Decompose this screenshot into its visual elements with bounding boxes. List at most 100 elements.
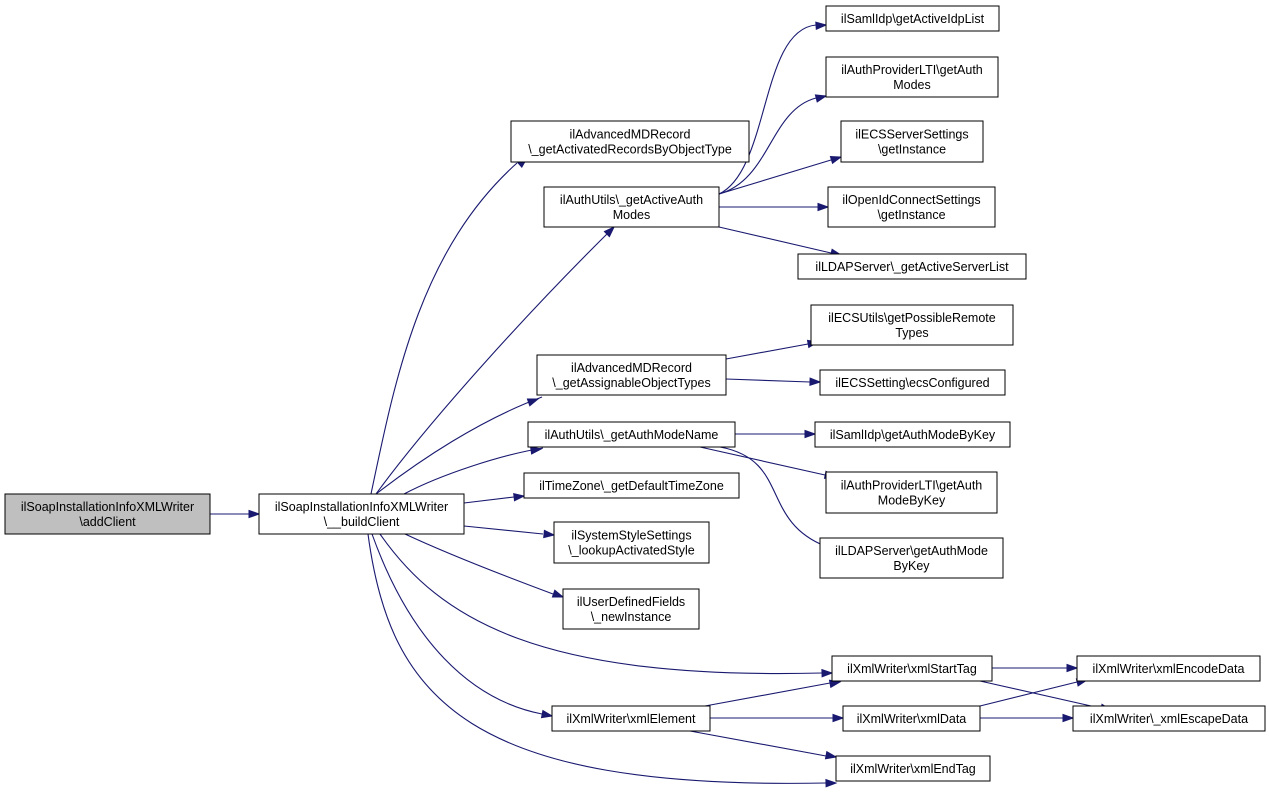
- node-label: \__buildClient: [324, 515, 400, 529]
- edge-line: [979, 681, 1078, 707]
- node-n11[interactable]: ilXmlWriter\xmlEndTag: [835, 755, 991, 782]
- edge-arrowhead: [248, 509, 261, 519]
- node-box[interactable]: [523, 472, 740, 499]
- edge-n1-n8: [404, 533, 565, 598]
- node-n4[interactable]: ilAdvancedMDRecord\_getAssignableObjectT…: [536, 354, 727, 396]
- node-label: \addClient: [79, 515, 136, 529]
- node-box[interactable]: [827, 186, 996, 228]
- node-box[interactable]: [1072, 705, 1266, 732]
- node-label: ModeByKey: [878, 494, 946, 508]
- node-box[interactable]: [1076, 655, 1261, 682]
- edge-n3-n12: [718, 21, 828, 195]
- node-box[interactable]: [842, 705, 981, 732]
- node-box[interactable]: [553, 521, 710, 564]
- node-n22[interactable]: ilXmlWriter\xmlEncodeData: [1076, 655, 1261, 682]
- node-box[interactable]: [551, 705, 711, 732]
- node-n19[interactable]: ilSamlIdp\getAuthModeByKey: [814, 421, 1011, 448]
- edge-n3-n15: [719, 202, 830, 212]
- edge-line: [375, 396, 543, 495]
- edge-arrowhead: [821, 668, 834, 678]
- node-box[interactable]: [797, 253, 1027, 280]
- node-n24[interactable]: ilXmlWriter\xmlData: [842, 705, 981, 732]
- node-n9[interactable]: ilXmlWriter\xmlStartTag: [831, 655, 993, 682]
- nodes-layer: ilSoapInstallationInfoXMLWriter\addClien…: [4, 5, 1266, 782]
- node-box[interactable]: [835, 755, 991, 782]
- node-box[interactable]: [825, 5, 1000, 32]
- edge-line: [725, 378, 811, 383]
- edge-n4-n17: [725, 339, 820, 360]
- node-box[interactable]: [819, 537, 1004, 579]
- node-n16[interactable]: ilLDAPServer\_getActiveServerList: [797, 253, 1027, 280]
- edge-line: [718, 97, 817, 195]
- edge-line: [718, 159, 832, 195]
- edge-arrowhead: [1062, 713, 1075, 723]
- node-n20[interactable]: ilAuthProviderLTI\getAuthModeByKey: [825, 471, 998, 514]
- edge-arrowhead: [543, 529, 556, 539]
- node-n5[interactable]: ilAuthUtils\_getAuthModeName: [527, 421, 736, 448]
- edge-arrowhead: [804, 429, 817, 439]
- node-label: ilSoapInstallationInfoXMLWriter: [21, 500, 194, 514]
- edge-line: [463, 525, 544, 535]
- node-n12[interactable]: ilSamlIdp\getActiveIdpList: [825, 5, 1000, 32]
- edge-arrowhead: [809, 377, 822, 386]
- edge-line: [704, 682, 831, 707]
- node-label: \getInstance: [878, 143, 946, 157]
- edge-line: [979, 680, 1101, 709]
- node-n23[interactable]: ilXmlWriter\_xmlEscapeData: [1072, 705, 1266, 732]
- edge-line: [403, 447, 544, 495]
- edge-line: [370, 162, 518, 495]
- node-box[interactable]: [4, 493, 211, 535]
- node-box[interactable]: [840, 120, 984, 163]
- node-box[interactable]: [527, 421, 736, 448]
- node-box[interactable]: [825, 471, 998, 514]
- node-n6[interactable]: ilTimeZone\_getDefaultTimeZone: [523, 472, 740, 499]
- node-n14[interactable]: ilECSServerSettings\getInstance: [840, 120, 984, 163]
- node-n1[interactable]: ilSoapInstallationInfoXMLWriter\__buildC…: [258, 493, 465, 535]
- node-box[interactable]: [819, 369, 1006, 396]
- node-box[interactable]: [258, 493, 465, 535]
- edge-arrowhead: [815, 21, 828, 31]
- node-box[interactable]: [536, 354, 727, 396]
- node-n18[interactable]: ilECSSetting\ecsConfigured: [819, 369, 1006, 396]
- edge-line: [718, 24, 817, 195]
- node-label: \_newInstance: [591, 610, 672, 624]
- node-n7[interactable]: ilSystemStyleSettings\_lookupActivatedSt…: [553, 521, 710, 564]
- node-label: ilECSUtils\getPossibleRemote: [828, 311, 995, 325]
- edge-arrowhead: [526, 398, 540, 407]
- edge-arrowhead: [824, 750, 838, 760]
- node-label: Modes: [613, 208, 651, 222]
- node-label: ilECSServerSettings: [855, 128, 968, 142]
- edge-n5-n19: [735, 429, 817, 439]
- edge-line: [689, 730, 827, 757]
- node-n15[interactable]: ilOpenIdConnectSettings\getInstance: [827, 186, 996, 228]
- node-box[interactable]: [510, 120, 750, 163]
- node-box[interactable]: [814, 421, 1011, 448]
- node-label: ilXmlWriter\xmlData: [857, 712, 967, 726]
- node-box[interactable]: [543, 186, 720, 228]
- edge-n1-n4: [375, 396, 543, 495]
- node-box[interactable]: [562, 588, 700, 630]
- node-n21[interactable]: ilLDAPServer\getAuthModeByKey: [819, 537, 1004, 579]
- node-label: ilLDAPServer\_getActiveServerList: [815, 260, 1009, 274]
- node-n2[interactable]: ilAdvancedMDRecord\_getActivatedRecordsB…: [510, 120, 750, 163]
- node-label: ilTimeZone\_getDefaultTimeZone: [539, 479, 724, 493]
- node-label: \getInstance: [877, 208, 945, 222]
- node-label: \_getActivatedRecordsByObjectType: [528, 143, 732, 157]
- edge-arrowhead: [825, 778, 838, 788]
- edge-n1-n11: [367, 533, 838, 788]
- node-box[interactable]: [825, 56, 999, 98]
- node-n0[interactable]: ilSoapInstallationInfoXMLWriter\addClien…: [4, 493, 211, 535]
- node-n8[interactable]: ilUserDefinedFields\_newInstance: [562, 588, 700, 630]
- node-box[interactable]: [810, 304, 1014, 346]
- node-label: ilAdvancedMDRecord: [570, 128, 691, 142]
- edge-n3-n16: [718, 226, 843, 257]
- node-label: ByKey: [893, 559, 930, 573]
- edge-line: [404, 533, 554, 595]
- node-label: ilSamlIdp\getActiveIdpList: [841, 12, 985, 26]
- node-box[interactable]: [831, 655, 993, 682]
- node-n10[interactable]: ilXmlWriter\xmlElement: [551, 705, 711, 732]
